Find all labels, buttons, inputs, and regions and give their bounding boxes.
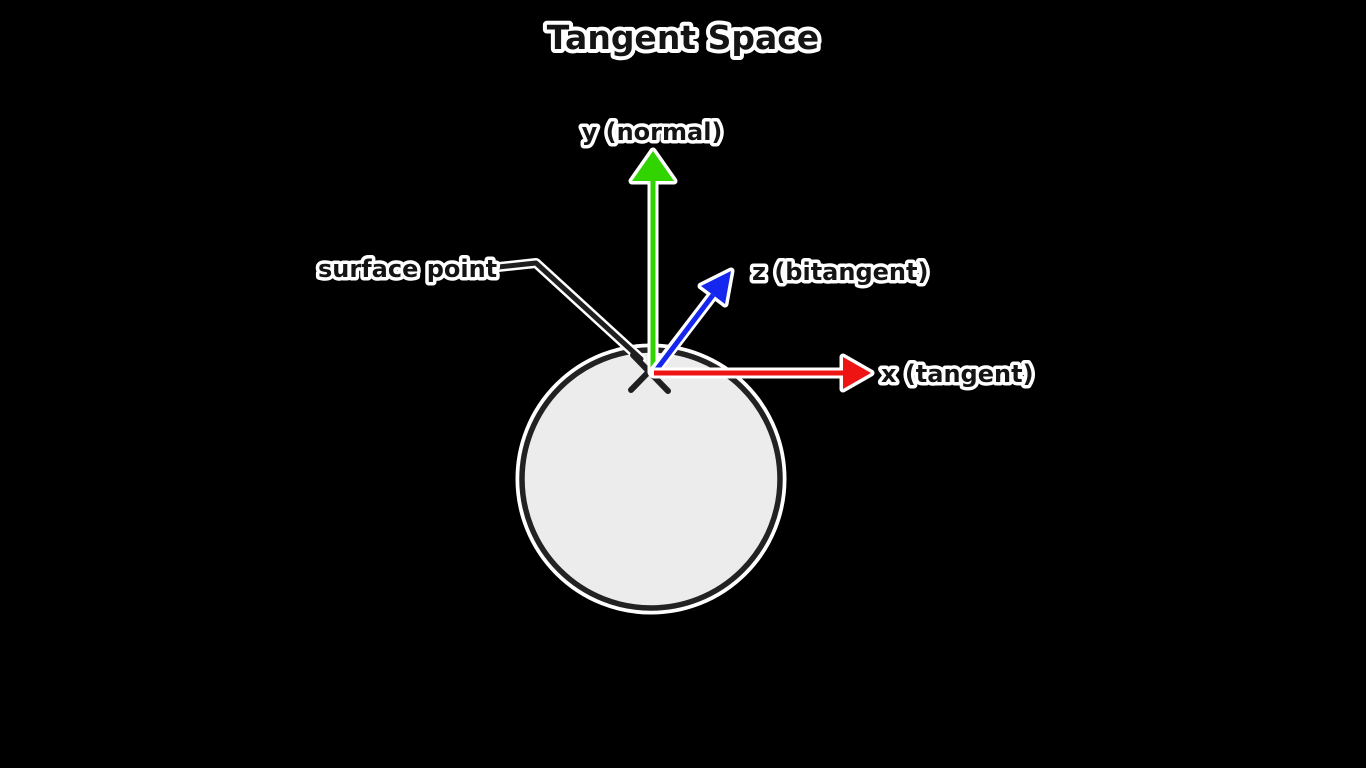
normal-arrowhead	[632, 151, 674, 181]
diagram-title: Tangent Space	[547, 18, 819, 57]
tangent-arrow	[648, 353, 875, 393]
leader-line-casing	[484, 258, 646, 364]
normal-arrow	[628, 147, 678, 378]
bitangent-arrow-shaft	[652, 293, 715, 375]
sphere-circle	[519, 347, 783, 611]
leader-line	[486, 260, 644, 362]
bitangent-axis-label: z (bitangent)	[752, 258, 928, 286]
normal-axis-label: y (normal)	[582, 118, 723, 146]
bitangent-arrowhead	[701, 271, 731, 304]
surface-point-label: surface point	[318, 255, 497, 283]
surface-point-leader	[484, 258, 646, 364]
tangent-arrowhead	[843, 357, 871, 389]
bitangent-arrow	[648, 267, 735, 378]
tangent-axis-label: x (tangent)	[881, 360, 1034, 388]
sphere	[515, 343, 787, 615]
